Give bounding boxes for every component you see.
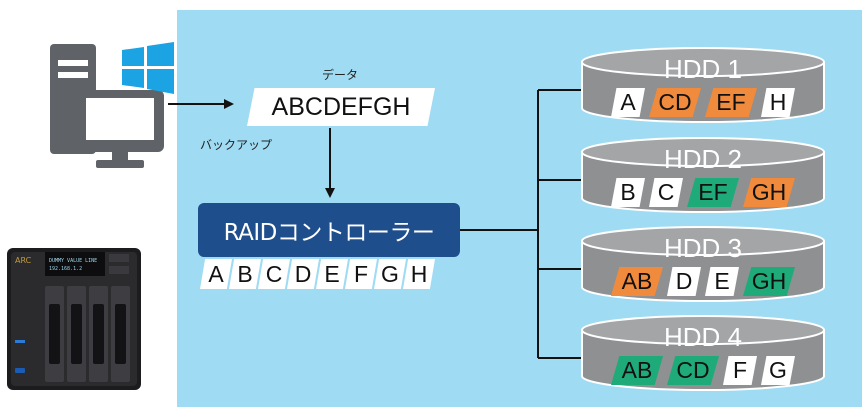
- parity-block: CD: [649, 88, 701, 117]
- data-block: B: [611, 178, 645, 207]
- parity-block: CD: [667, 356, 719, 385]
- parity-block: GH: [743, 178, 795, 207]
- parity-block: GH: [743, 267, 795, 296]
- raid-letter-tile: G: [374, 259, 406, 289]
- parity-block: EF: [705, 88, 757, 117]
- hdd-name: HDD 3: [663, 233, 742, 263]
- hdd-name: HDD 2: [663, 144, 742, 174]
- hdd-blocks: AB D E GH: [580, 267, 826, 297]
- raid-letter-tile: E: [316, 259, 348, 289]
- data-block: A: [611, 88, 645, 117]
- data-label: データ: [322, 68, 359, 82]
- parity-block: EF: [687, 178, 739, 207]
- data-block: E: [705, 267, 739, 296]
- data-block: F: [723, 356, 757, 385]
- raid-letter-tile: D: [287, 259, 319, 289]
- windows-logo-icon: [122, 42, 174, 94]
- hdd-blocks: A CD EF H: [580, 88, 826, 118]
- raid-letter-tile: C: [258, 259, 290, 289]
- data-block: D: [667, 267, 701, 296]
- raid-letter-tile: A: [200, 259, 232, 289]
- raid-letter-strip: A B C D E F G H: [200, 259, 435, 289]
- windows-pc-icon: [50, 42, 174, 168]
- raid-letter-tile: F: [345, 259, 377, 289]
- svg-text:ARC: ARC: [15, 256, 32, 265]
- hdd-name: HDD 4: [663, 322, 742, 352]
- raid-controller-box: RAIDコントローラー: [198, 203, 460, 257]
- svg-text:DUMMY VALUE LINE: DUMMY VALUE LINE: [49, 258, 97, 264]
- parity-block: AB: [611, 356, 663, 385]
- data-string: ABCDEFGH: [247, 88, 435, 126]
- hdd-name: HDD 1: [663, 54, 742, 84]
- nas-device-icon: ARC DUMMY VALUE LINE 192.168.1.2: [7, 248, 141, 390]
- hdd-blocks: B C EF GH: [580, 178, 826, 208]
- data-block: G: [761, 356, 795, 385]
- raid-letter-tile: B: [229, 259, 261, 289]
- raid-letter-tile: H: [403, 259, 435, 289]
- hdd-4: HDD 4 AB CD F G: [580, 314, 826, 392]
- hdd-3: HDD 3 AB D E GH: [580, 225, 826, 303]
- backup-label: バックアップ: [200, 138, 273, 152]
- data-block: H: [761, 88, 795, 117]
- parity-block: AB: [611, 267, 663, 296]
- hdd-1: HDD 1 A CD EF H: [580, 46, 826, 124]
- hdd-blocks: AB CD F G: [580, 356, 826, 386]
- data-block: C: [649, 178, 683, 207]
- hdd-2: HDD 2 B C EF GH: [580, 136, 826, 214]
- svg-text:192.168.1.2: 192.168.1.2: [49, 266, 82, 272]
